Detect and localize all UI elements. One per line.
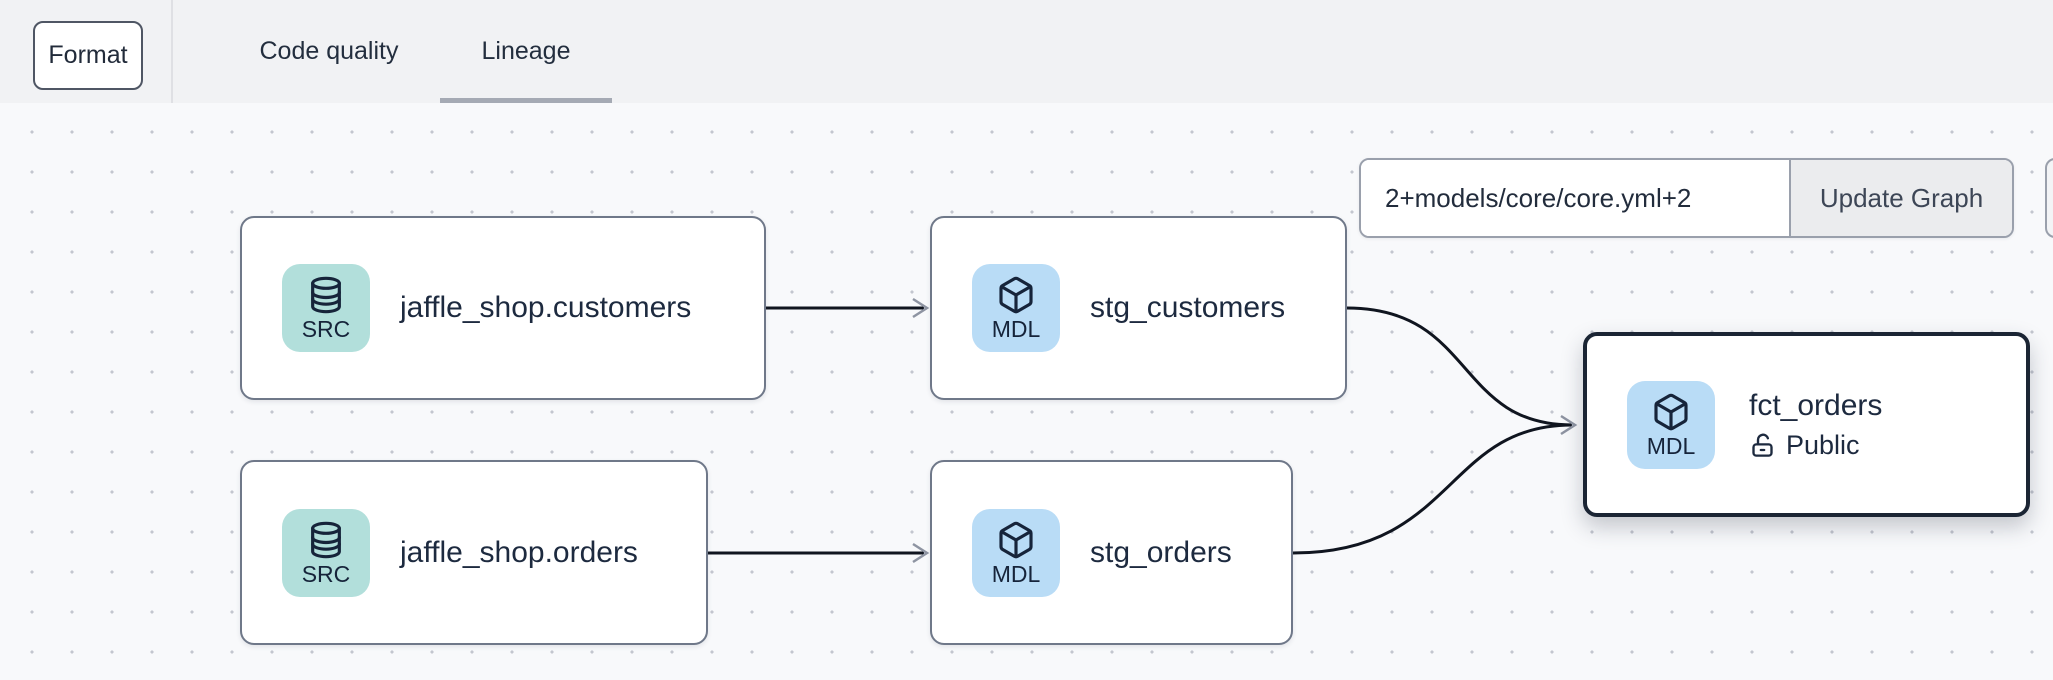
active-tab-underline	[440, 98, 612, 104]
edge-arrowhead	[1560, 414, 1578, 436]
cube-icon	[996, 520, 1036, 560]
node-stg-orders[interactable]: MDL stg_orders	[930, 460, 1293, 645]
partial-panel-button[interactable]	[2045, 158, 2053, 238]
model-badge: MDL	[972, 508, 1060, 597]
badge-label: MDL	[991, 316, 1041, 342]
edge-stg-customers-fct	[1346, 306, 1573, 427]
source-badge: SRC	[282, 264, 370, 352]
node-text-column: fct_orders Public	[1749, 389, 1882, 461]
source-badge: SRC	[282, 508, 370, 597]
selector-group: Update Graph	[1359, 158, 2014, 238]
model-badge: MDL	[972, 264, 1060, 352]
format-button[interactable]: Format	[33, 21, 143, 90]
node-fct-orders[interactable]: MDL fct_orders Public	[1583, 332, 2030, 517]
edge-stg-orders-fct	[1292, 423, 1573, 555]
node-label: jaffle_shop.orders	[400, 535, 638, 569]
selector-input[interactable]	[1361, 160, 1789, 236]
node-jaffle-shop-customers[interactable]: SRC jaffle_shop.customers	[240, 216, 766, 400]
edge-arrowhead	[912, 542, 930, 564]
tab-lineage[interactable]: Lineage	[481, 37, 571, 65]
node-label: stg_orders	[1090, 535, 1232, 569]
badge-label: SRC	[301, 316, 351, 342]
node-jaffle-shop-orders[interactable]: SRC jaffle_shop.orders	[240, 460, 708, 645]
access-label: Public	[1786, 429, 1860, 460]
database-icon	[306, 520, 346, 560]
badge-label: SRC	[301, 560, 351, 587]
access-row: Public	[1749, 430, 1882, 461]
unlock-icon	[1749, 432, 1776, 459]
lineage-edges	[708, 297, 1578, 564]
cube-icon	[1651, 392, 1691, 432]
lineage-canvas[interactable]: SRC jaffle_shop.customers MDL stg_custom…	[0, 103, 2053, 680]
node-stg-customers[interactable]: MDL stg_customers	[930, 216, 1347, 400]
topbar-divider	[171, 0, 173, 103]
tab-code-quality[interactable]: Code quality	[259, 37, 399, 65]
update-graph-button[interactable]: Update Graph	[1789, 160, 2012, 236]
node-label: jaffle_shop.customers	[400, 291, 692, 324]
node-label: stg_customers	[1090, 291, 1286, 324]
model-badge: MDL	[1627, 380, 1715, 469]
edge-arrowhead	[912, 297, 930, 319]
badge-label: MDL	[991, 560, 1041, 587]
cube-icon	[996, 275, 1036, 315]
database-icon	[306, 275, 346, 315]
top-bar: Format Code quality Lineage	[0, 0, 2053, 104]
node-label: fct_orders	[1749, 388, 1883, 422]
badge-label: MDL	[1646, 432, 1696, 459]
